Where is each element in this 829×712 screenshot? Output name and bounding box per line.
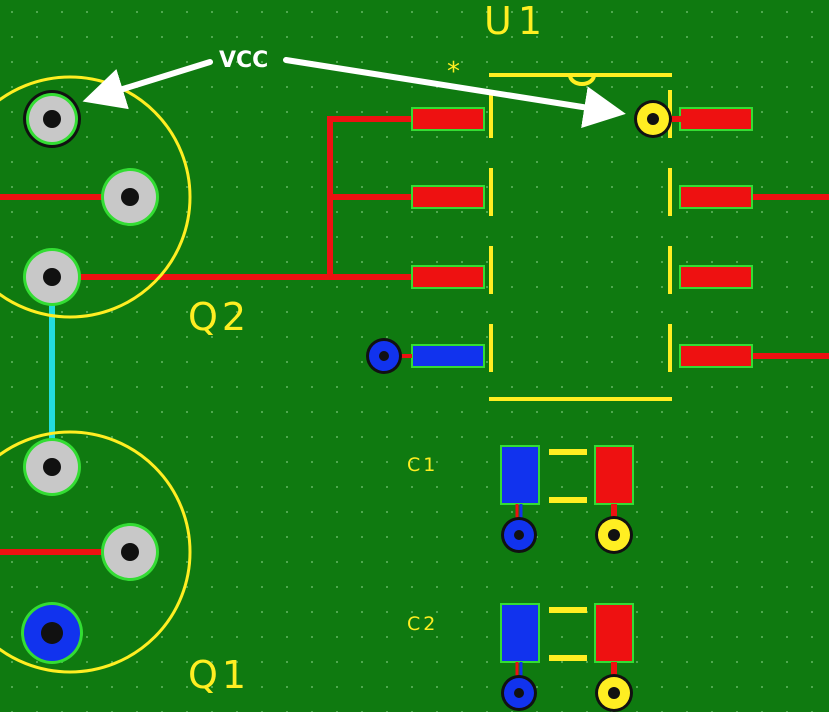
capacitor-c1[interactable]: C1 (407, 445, 634, 554)
u1-pin4-via[interactable] (366, 338, 412, 374)
capacitor-c2[interactable]: C2 (407, 603, 634, 712)
vcc-via[interactable] (634, 100, 682, 138)
trace-u1-pin1[interactable] (327, 116, 412, 277)
c2-via-2[interactable] (595, 662, 633, 712)
u1-pad-1[interactable] (411, 107, 485, 131)
c1-pad-2[interactable] (594, 445, 634, 505)
q2-outline (0, 75, 192, 319)
u1-pad-7[interactable] (679, 185, 753, 209)
c1-via-2[interactable] (595, 504, 633, 554)
c2-pad-1[interactable] (500, 603, 540, 663)
c2-pad-2[interactable] (594, 603, 634, 663)
u1-pad-5[interactable] (679, 344, 753, 368)
vcc-callout-label: VCC (219, 48, 268, 73)
u1-body-outline (489, 73, 672, 401)
ic-u1[interactable]: U1 * (366, 0, 753, 401)
q1-pad-3[interactable] (21, 602, 83, 664)
u1-pad-8[interactable] (679, 107, 753, 131)
u1-pin1-marker: * (447, 57, 460, 87)
c1-ref-label: C1 (407, 454, 438, 476)
c2-silk-top (549, 607, 587, 613)
c2-via-1[interactable] (501, 662, 537, 711)
transistor-q1[interactable]: Q1 (0, 430, 250, 697)
vcc-annotation: VCC (82, 48, 626, 129)
c2-silk-bottom (549, 655, 587, 661)
transistor-q2[interactable]: Q2 (0, 75, 250, 339)
q2-pad-1[interactable] (23, 90, 81, 148)
q1-pad-1[interactable] (23, 438, 81, 496)
c1-silk-bottom (549, 497, 587, 503)
u1-pad-6[interactable] (679, 265, 753, 289)
u1-pad-2[interactable] (411, 185, 485, 209)
q1-ref-label: Q1 (188, 653, 250, 697)
u1-pad-3[interactable] (411, 265, 485, 289)
u1-pad-4[interactable] (411, 344, 485, 368)
c1-silk-top (549, 449, 587, 455)
c1-pad-1[interactable] (500, 445, 540, 505)
q1-pad-2[interactable] (101, 523, 159, 581)
q1-outline (0, 430, 192, 674)
q2-pad-3[interactable] (23, 248, 81, 306)
vcc-arrow-right (283, 57, 626, 129)
q2-ref-label: Q2 (188, 295, 250, 339)
c2-ref-label: C2 (407, 613, 438, 635)
u1-ref-label: U1 (484, 0, 548, 43)
q2-pad-2[interactable] (101, 168, 159, 226)
c1-via-1[interactable] (501, 504, 537, 553)
vcc-arrow-left (82, 59, 213, 110)
